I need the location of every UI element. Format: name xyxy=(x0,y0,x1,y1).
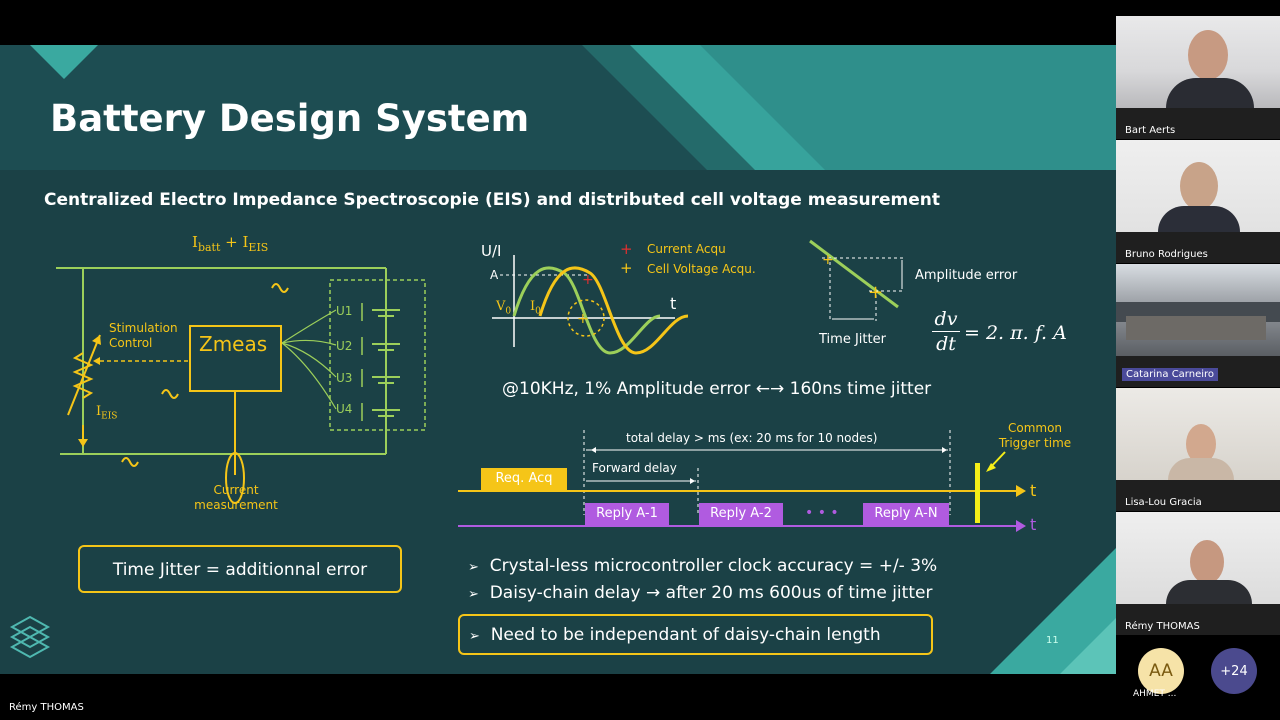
participant-name: Rémy THOMAS xyxy=(1125,621,1200,632)
waveform-t-label: t xyxy=(670,294,677,313)
common-trigger-label: Common Trigger time xyxy=(998,421,1072,450)
slide-title: Battery Design System xyxy=(50,97,530,140)
legend-current-marker: + xyxy=(620,240,633,258)
legend-voltage-text: Cell Voltage Acqu. xyxy=(647,262,756,276)
highlight-box: ➢ Need to be independant of daisy-chain … xyxy=(458,614,933,655)
svg-text:+: + xyxy=(822,252,834,268)
participant-tile[interactable]: Bruno Rodrigues xyxy=(1116,140,1280,263)
participant-name: Bart Aerts xyxy=(1125,125,1176,136)
total-delay-label: total delay > ms (ex: 20 ms for 10 nodes… xyxy=(626,431,878,445)
participant-video xyxy=(1116,512,1280,604)
participant-video xyxy=(1116,388,1280,480)
bullet-daisy-chain-delay: ➢ Daisy-chain delay → after 20 ms 600us … xyxy=(468,583,933,603)
timing-diagram xyxy=(458,430,1026,532)
timing-t-label-2: t xyxy=(1030,515,1037,534)
cell-label-u2: U2 xyxy=(336,339,353,353)
participant-video xyxy=(1116,140,1280,232)
reply-a1-text: Reply A-1 xyxy=(596,506,658,521)
cell-label-u1: U1 xyxy=(336,304,353,318)
participant-video xyxy=(1116,264,1280,356)
reply-a2-block: Reply A-2 xyxy=(699,503,783,525)
stimulation-label: Stimulation Control xyxy=(109,321,178,350)
participant-avatar[interactable]: AA xyxy=(1138,648,1184,694)
participant-tile[interactable]: Bart Aerts xyxy=(1116,16,1280,139)
time-jitter-box-text: Time Jitter = additionnal error xyxy=(112,560,368,580)
svg-text:+: + xyxy=(582,272,594,288)
bullet-independent: ➢ Need to be independant of daisy-chain … xyxy=(469,625,881,645)
reply-a2-text: Reply A-2 xyxy=(710,506,772,521)
reply-an-block: Reply A-N xyxy=(863,503,949,525)
participant-tile[interactable]: Catarina Carneiro xyxy=(1116,264,1280,387)
participant-name: Catarina Carneiro xyxy=(1126,369,1215,380)
waveform-ylabel: U/I xyxy=(481,242,502,260)
participant-name-highlight: Catarina Carneiro xyxy=(1122,368,1219,381)
req-acq-block: Req. Acq xyxy=(481,468,567,490)
participant-tile[interactable]: Rémy THOMAS xyxy=(1116,512,1280,635)
ieis-label: IEIS xyxy=(96,404,118,422)
circuit-diagram xyxy=(56,267,426,504)
time-jitter-box: Time Jitter = additionnal error xyxy=(78,545,402,593)
participant-tile[interactable]: Lisa-Lou Gracia xyxy=(1116,388,1280,511)
reply-an-text: Reply A-N xyxy=(874,506,938,521)
reply-ellipsis: • • • xyxy=(805,505,839,521)
legend-current-text: Current Acqu xyxy=(647,242,726,256)
legend-voltage-marker: + xyxy=(620,259,633,277)
i0-label: I0 xyxy=(530,299,541,317)
more-participants-count: +24 xyxy=(1220,663,1248,679)
jitter-diagram: + + xyxy=(809,239,904,321)
formula-denominator: dt xyxy=(936,333,956,355)
v0-label: V0 xyxy=(496,299,512,317)
amplitude-error-label: Amplitude error xyxy=(915,268,1018,283)
participant-name: Bruno Rodrigues xyxy=(1125,249,1208,260)
formula-rhs: = 2. π. f. A xyxy=(964,322,1067,344)
top-current-label: Ibatt + IEIS xyxy=(192,233,269,254)
jitter-statement: @10KHz, 1% Amplitude error ←→ 160ns time… xyxy=(502,379,932,399)
reply-a1-block: Reply A-1 xyxy=(585,503,669,525)
presenter-name: Rémy THOMAS xyxy=(9,702,84,713)
req-acq-text: Req. Acq xyxy=(495,471,553,486)
avatar-initials: AA xyxy=(1149,661,1173,681)
avatar-name: AHMET ... xyxy=(1133,689,1177,699)
formula-numerator: dv xyxy=(934,308,958,330)
current-measurement-label: Current measurement xyxy=(194,483,278,512)
participant-video xyxy=(1116,16,1280,108)
forward-delay-label: Forward delay xyxy=(592,461,677,475)
more-participants-button[interactable]: +24 xyxy=(1211,648,1257,694)
svg-text:+: + xyxy=(868,282,883,303)
decor-stripes xyxy=(9,45,1116,674)
company-logo xyxy=(9,615,51,659)
timing-t-label-1: t xyxy=(1030,481,1037,500)
participant-name: Lisa-Lou Gracia xyxy=(1125,497,1202,508)
zmeas-label: Zmeas xyxy=(199,332,268,356)
cell-label-u4: U4 xyxy=(336,402,353,416)
waveform-diagram: + + xyxy=(492,255,689,355)
slide-subtitle: Centralized Electro Impedance Spectrosco… xyxy=(44,190,941,210)
cell-label-u3: U3 xyxy=(336,371,353,385)
svg-text:+: + xyxy=(577,311,589,327)
page-number: 11 xyxy=(1046,635,1059,646)
time-jitter-label: Time Jitter xyxy=(819,332,886,347)
waveform-a-label: A xyxy=(490,268,499,282)
presentation-slide: Battery Design System Centralized Electr… xyxy=(0,45,1116,674)
bullet-clock-accuracy: ➢ Crystal-less microcontroller clock acc… xyxy=(468,556,938,576)
